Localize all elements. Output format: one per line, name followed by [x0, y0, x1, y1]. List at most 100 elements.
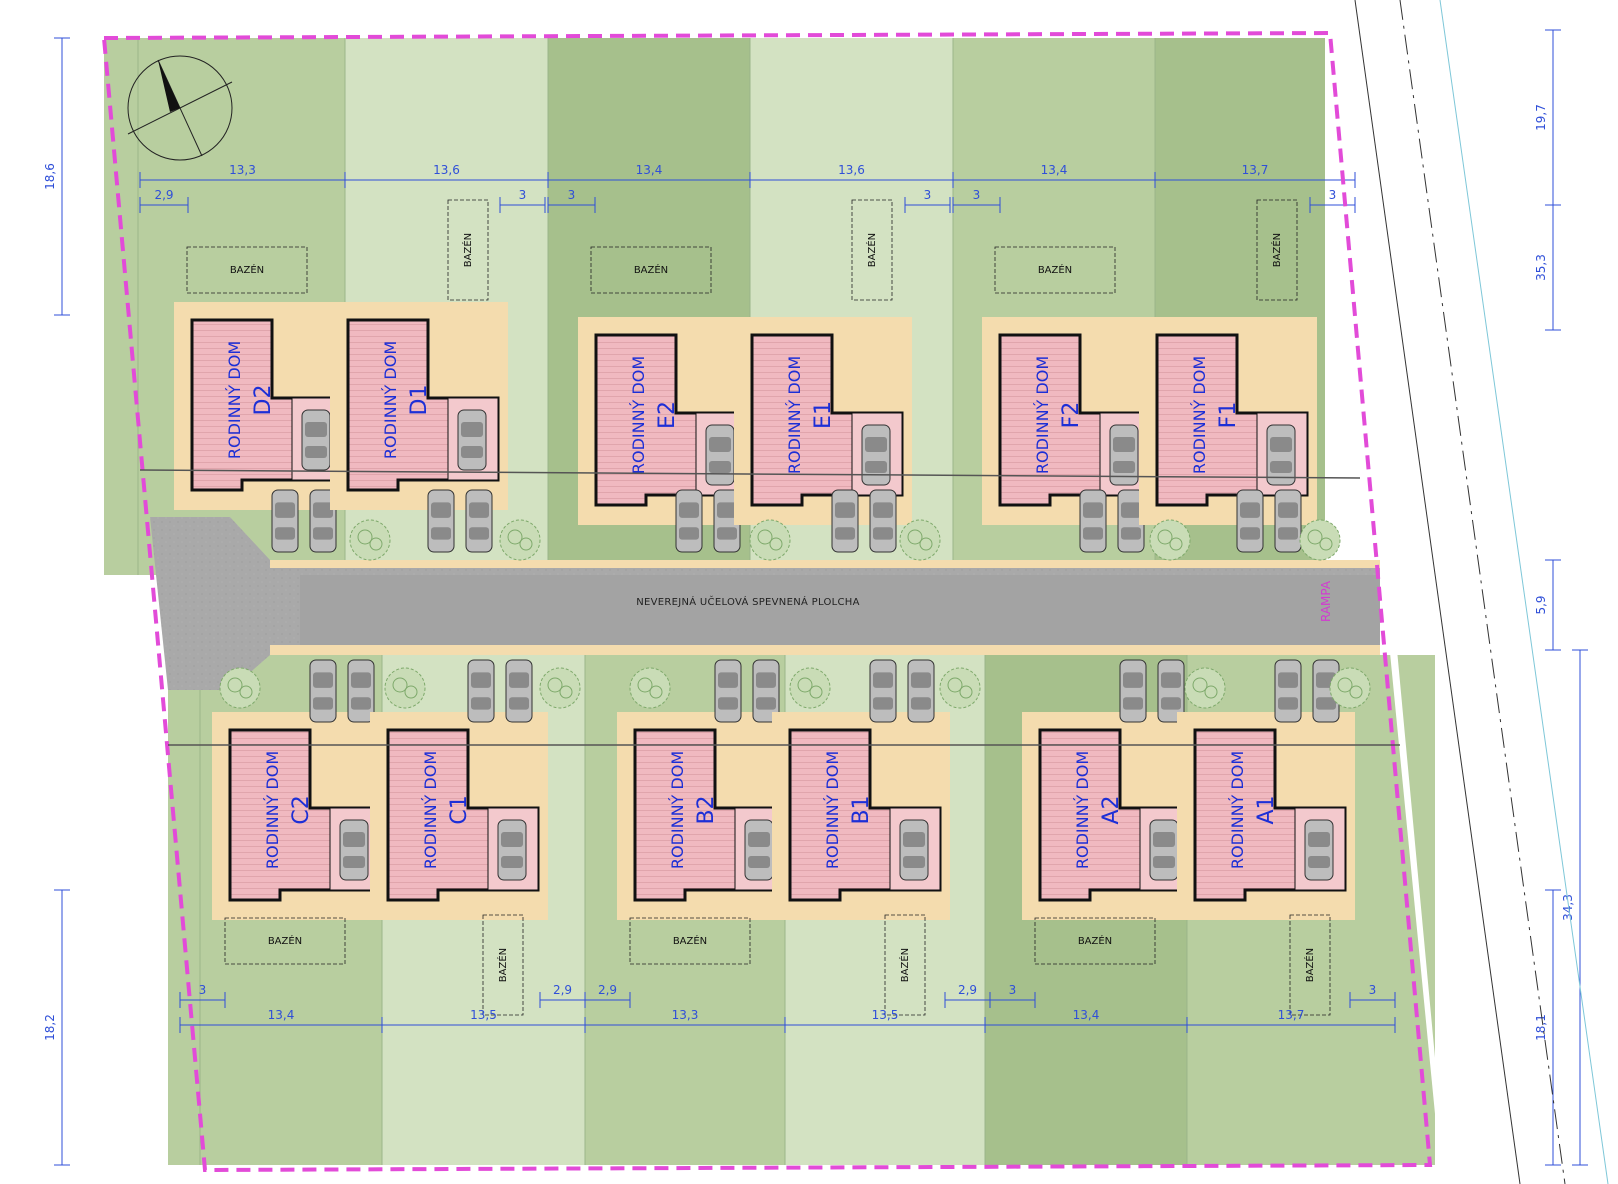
- ramp-label: RAMPA: [1319, 580, 1333, 622]
- car-icon: [1109, 424, 1139, 486]
- pool-label: BAZÉN: [1038, 263, 1072, 276]
- tree-icon: [749, 519, 791, 561]
- car-icon: [869, 659, 897, 723]
- car-icon: [505, 659, 533, 723]
- car-icon: [301, 409, 331, 471]
- car-icon: [1236, 489, 1264, 553]
- street-axis: [1399, 0, 1566, 1184]
- car-icon: [869, 489, 897, 553]
- dimension-label: 13,7: [1242, 163, 1269, 177]
- dimension: 13,3: [584, 1008, 786, 1033]
- pool: BAZÉN: [629, 917, 751, 965]
- dimension-label: 2,9: [154, 188, 173, 202]
- car-icon: [1079, 489, 1107, 553]
- dimension-label: 3: [1009, 983, 1017, 997]
- car-icon: [465, 489, 493, 553]
- dimension-label: 2,9: [598, 983, 617, 997]
- dimension-label: 13,6: [838, 163, 865, 177]
- car-icon: [1274, 659, 1302, 723]
- street-edge-2: [1439, 0, 1609, 1184]
- house-code: C2: [289, 795, 314, 824]
- tree-icon: [539, 667, 581, 709]
- car-icon: [1266, 424, 1296, 486]
- pool: BAZÉN: [482, 914, 524, 1016]
- dimension: 13,4: [984, 1008, 1188, 1033]
- tree-icon: [219, 667, 261, 709]
- pool: BAZÉN: [447, 199, 489, 301]
- tree-icon: [1184, 667, 1226, 709]
- road-lane: [300, 575, 1380, 645]
- pool: BAZÉN: [851, 199, 893, 301]
- pool-outline: [447, 199, 489, 301]
- house-code: D1: [407, 385, 432, 416]
- pool-label: BAZÉN: [898, 948, 911, 982]
- house-label: RODINNÝ DOM: [668, 751, 687, 869]
- dimension-label: 13,7: [1278, 1008, 1305, 1022]
- pool-outline: [851, 199, 893, 301]
- dimension-label: 13,5: [872, 1008, 899, 1022]
- dimension-label: 13,4: [1073, 1008, 1100, 1022]
- pool-label: BAZÉN: [268, 934, 302, 947]
- house-code: A2: [1099, 795, 1124, 824]
- dimension: 3: [179, 983, 226, 1008]
- pool: BAZÉN: [884, 914, 926, 1016]
- dimension: 13,6: [749, 163, 954, 188]
- dimension-label: 35,3: [1534, 254, 1548, 281]
- car-icon: [457, 409, 487, 471]
- car-icon: [907, 659, 935, 723]
- pool-label: BAZÉN: [461, 233, 474, 267]
- dimension: 2,9: [139, 188, 189, 213]
- pool: BAZÉN: [590, 246, 712, 294]
- dimension-label: 34,3: [1561, 894, 1575, 921]
- pool: BAZÉN: [224, 917, 346, 965]
- dimension-label: 13,4: [636, 163, 663, 177]
- pool-outline: [994, 246, 1116, 294]
- dimension-label: 2,9: [958, 983, 977, 997]
- house-label: RODINNÝ DOM: [225, 341, 244, 459]
- house-label: RODINNÝ DOM: [629, 356, 648, 474]
- dimension: 2,9: [539, 983, 586, 1008]
- car-icon: [1304, 819, 1334, 881]
- car-icon: [675, 489, 703, 553]
- dimension-label: 13,6: [433, 163, 460, 177]
- dimension-label: 13,3: [229, 163, 256, 177]
- dimension: 13,7: [1186, 1008, 1396, 1033]
- car-icon: [752, 659, 780, 723]
- pool: BAZÉN: [1289, 914, 1331, 1016]
- dimension-label: 13,4: [268, 1008, 295, 1022]
- dimension-label: 13,4: [1041, 163, 1068, 177]
- car-icon: [1157, 659, 1185, 723]
- site-boundary: [101, 0, 1609, 1184]
- dimension: 13,7: [1154, 163, 1356, 188]
- road-kerb-top: [270, 560, 1380, 568]
- pool-label: BAZÉN: [1078, 934, 1112, 947]
- dimension: 3: [1309, 188, 1356, 213]
- pool-label: BAZÉN: [1303, 948, 1316, 982]
- tree-icon: [939, 667, 981, 709]
- car-icon: [497, 819, 527, 881]
- car-icon: [831, 489, 859, 553]
- pool-label: BAZÉN: [1270, 233, 1283, 267]
- house-label: RODINNÝ DOM: [785, 356, 804, 474]
- car-icon: [1274, 489, 1302, 553]
- car-icon: [309, 489, 337, 553]
- dimension-label: 18,1: [1534, 1014, 1548, 1041]
- car-icon: [309, 659, 337, 723]
- house-code: F2: [1059, 402, 1084, 429]
- pool-outline: [1256, 199, 1298, 301]
- dimension-label: 3: [1329, 188, 1337, 202]
- car-icon: [427, 489, 455, 553]
- utility-line: [139, 469, 1361, 479]
- dimension-label: 18,6: [43, 163, 57, 190]
- pool: BAZÉN: [186, 246, 308, 294]
- dimension-label: 18,2: [43, 1014, 57, 1041]
- car-icon: [861, 424, 891, 486]
- pool-outline: [1034, 917, 1156, 965]
- pool-outline: [629, 917, 751, 965]
- tree-icon: [349, 519, 391, 561]
